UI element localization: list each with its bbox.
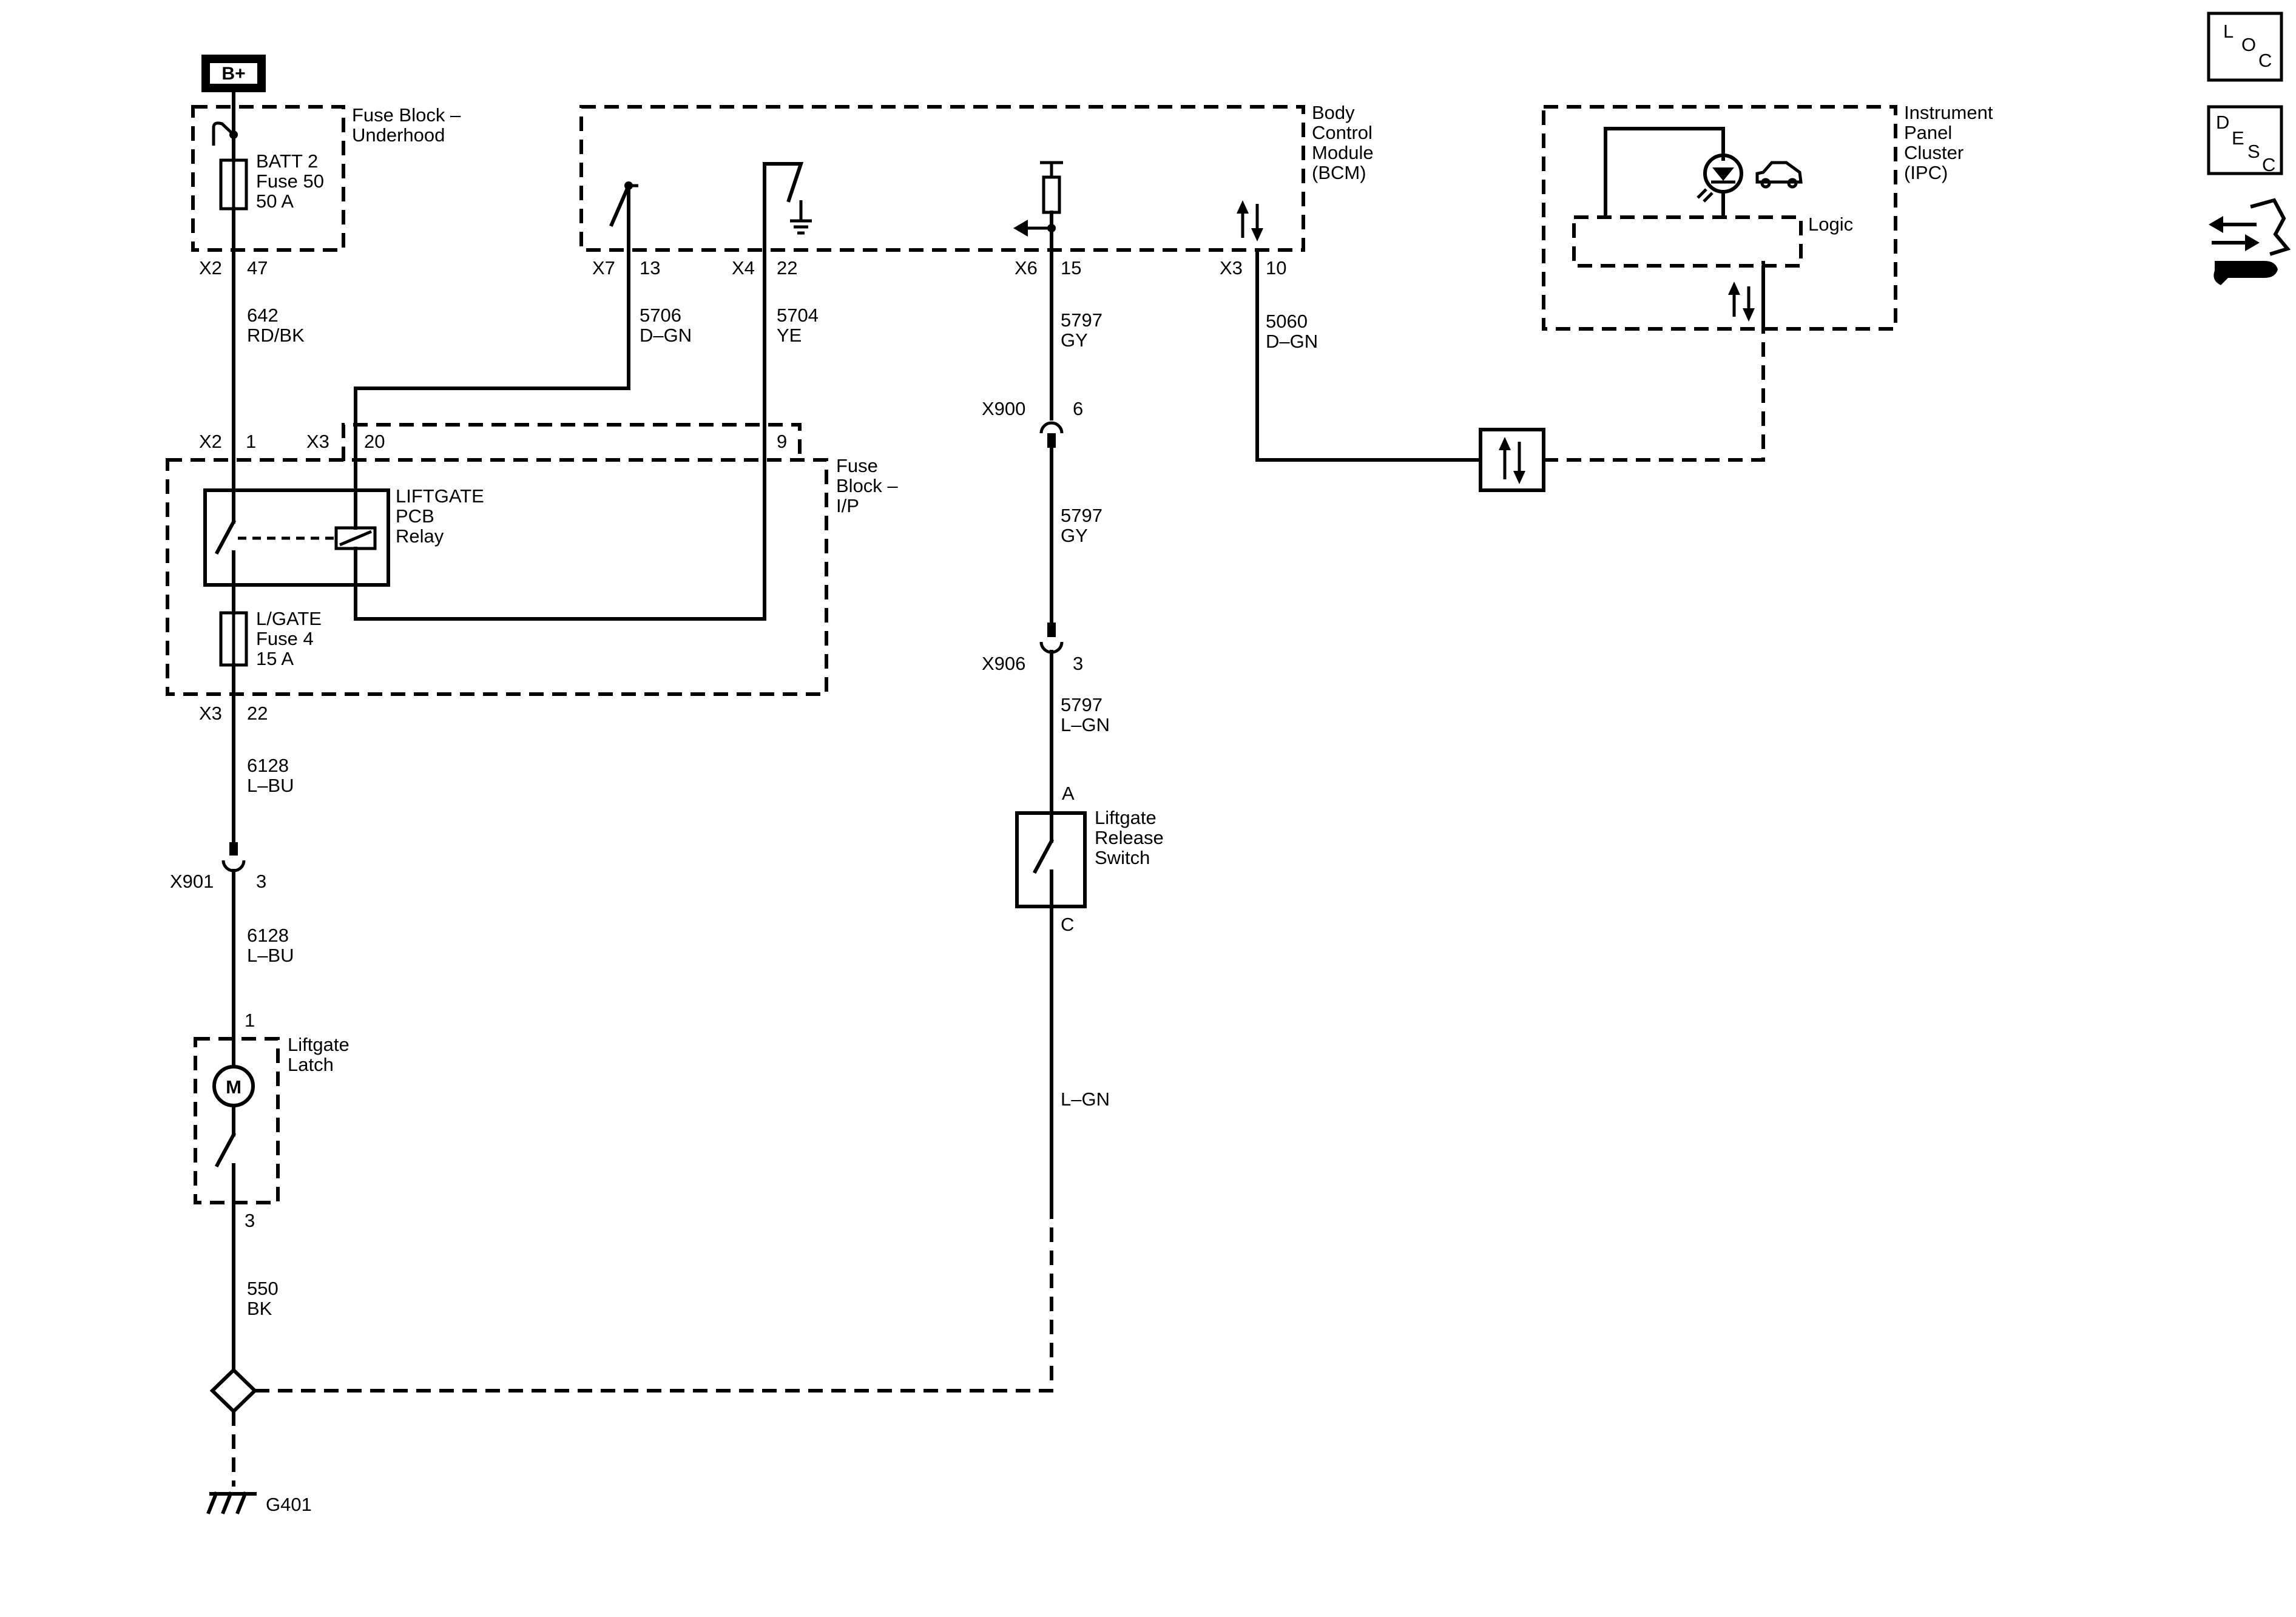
bcm-x4-connector: X4 [732,257,755,279]
description-icon[interactable]: D E S C [2207,105,2283,175]
wire-6128-upper-label: 6128 L–BU [247,755,294,796]
wire-5797-gy-label: 5797 GY [1061,309,1108,351]
svg-text:L: L [2223,21,2234,42]
x2-connector: X2 [199,257,222,279]
svg-text:D: D [2216,112,2229,133]
bcm-pin-10: 10 [1266,257,1286,279]
liftgate-pcb-relay [203,488,390,587]
x900-connector: X900 [982,398,1025,419]
fuse-block-underhood-outline [191,105,345,252]
latch-switch [214,1104,237,1209]
latch-pin-1: 1 [245,1010,255,1031]
ipc-serial-data-arrows [1728,282,1755,322]
liftgate-latch-label: Liftgate Latch [288,1034,354,1075]
fuse-block-ip-upper-outline [342,423,802,461]
wire-5060-label: 5060 D–GN [1266,311,1318,352]
liftgate-ajar-indicator-icon [1697,154,1803,218]
x906-connector: X906 [982,653,1025,674]
svg-text:O: O [2241,34,2256,55]
ip-pin-1: 1 [246,431,256,452]
switch-pin-c: C [1061,914,1074,935]
release-switch-contact [1032,811,1055,1215]
ground-dashed-link [255,1214,1053,1393]
bcm-pin-15: 15 [1061,257,1081,279]
lgate-fuse-label: L/GATE Fuse 4 15 A [256,608,327,669]
wire-5797-gy2-label: 5797 GY [1061,505,1108,546]
ipc-outline [1542,105,1897,331]
wrench-arrows-icon[interactable] [2209,198,2291,285]
svg-text:E: E [2232,127,2244,149]
battery-positive: B+ [201,55,266,92]
wire-550-label: 550 BK [247,1278,283,1319]
wire-5704-label: 5704 YE [777,305,824,346]
liftgate-pcb-relay-label: LIFTGATE PCB Relay [396,485,489,547]
wire-6128-lower-label: 6128 L–BU [247,925,294,966]
ip-pin-9: 9 [777,431,787,452]
svg-text:C: C [2258,50,2272,71]
liftgate-release-switch-label: Liftgate Release Switch [1095,807,1169,868]
ip-pin-22: 22 [247,703,268,724]
wire-5060 [1255,248,1482,462]
x901-connector: X901 [170,871,214,892]
fusible-link [212,121,235,146]
x900-socket [1039,421,1064,434]
ipc-indicator-wiring [1604,127,1725,218]
ip-x3-bottom-connector: X3 [199,703,222,724]
ipc-logic-box [1572,215,1803,268]
ground-symbol [206,1491,257,1514]
bcm-outline [579,105,1305,252]
g401-label: G401 [266,1494,312,1515]
bcm-pin-13: 13 [640,257,660,279]
bcm-serial-data-arrows [1237,200,1263,241]
wire-lgn-label: L–GN [1061,1089,1110,1110]
wire-5797-lgn-label: 5797 L–GN [1061,694,1110,735]
x901-pin-label: 3 [256,871,266,892]
fuse-block-ip-label: Fuse Block – I/P [836,455,903,516]
ipc-logic-label: Logic [1808,214,1853,235]
liftgate-latch-outline [194,1037,280,1204]
bcm-output-x4 [763,162,812,235]
svg-text:C: C [2262,154,2275,175]
ip-x3-connector: X3 [306,431,329,452]
x901-pin [229,842,238,856]
ipc-label: Instrument Panel Cluster (IPC) [1904,102,1998,183]
ip-x2-connector: X2 [199,431,222,452]
bcm-pin-22: 22 [777,257,797,279]
location-icon[interactable]: L O C [2207,12,2283,82]
wire-5706-label: 5706 D–GN [640,305,692,346]
x900-pin: 6 [1073,398,1083,419]
latch-pin-3: 3 [245,1210,255,1231]
fuse-block-underhood-label: Fuse Block – Underhood [352,104,466,146]
wire-642-label: 642 RD/BK [247,305,305,346]
pin-47: 47 [247,257,268,279]
svg-text:M: M [226,1076,241,1098]
relay-switch-contact [214,459,237,615]
bcm-label: Body Control Module (BCM) [1312,102,1379,183]
coil-return-wire [354,162,766,621]
batt2-fuse-label: BATT 2 Fuse 50 50 A [256,150,329,212]
serial-data-junction [1479,428,1545,492]
switch-pin-a: A [1062,783,1075,804]
bcm-x7-connector: X7 [592,257,615,279]
svg-text:B+: B+ [221,64,245,84]
bcm-x3-connector: X3 [1220,257,1243,279]
bcm-input-x6 [1013,161,1063,420]
x906-pin [1047,623,1056,637]
x906-pin-label: 3 [1073,653,1083,674]
ip-pin-20: 20 [364,431,385,452]
svg-text:S: S [2247,141,2260,162]
splice-pack [209,1367,258,1414]
fuse-block-ip-outline [166,458,828,696]
bcm-input-x7 [354,181,638,390]
bcm-x6-connector: X6 [1015,257,1038,279]
